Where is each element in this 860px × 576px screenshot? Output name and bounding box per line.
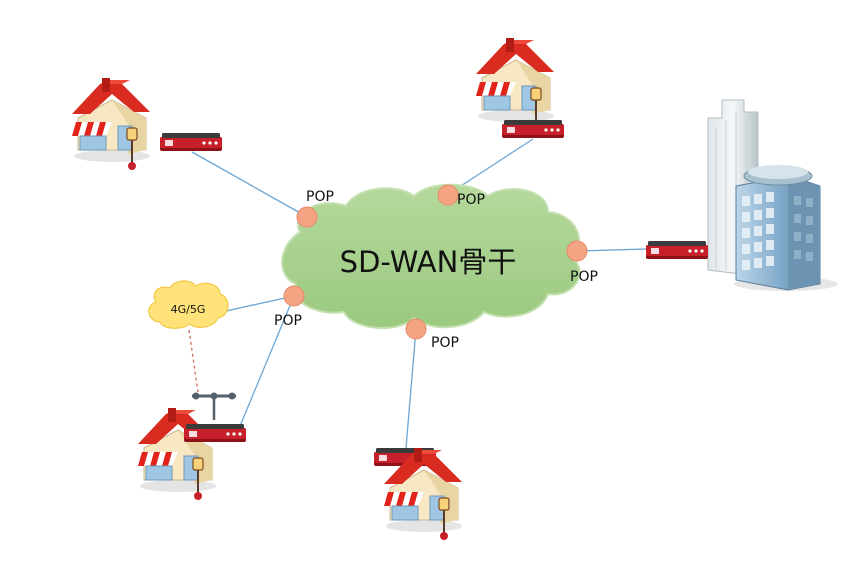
pop-label-left: POP bbox=[274, 313, 302, 329]
pop-label-top: POP bbox=[457, 192, 485, 208]
pop-label-bottom: POP bbox=[431, 335, 459, 351]
link-shop-bottom-center bbox=[405, 328, 417, 449]
pop-label-right: POP bbox=[570, 269, 598, 285]
router-bottom-left bbox=[184, 424, 246, 442]
shop-bottom-left bbox=[137, 407, 217, 501]
link-shop-top-left bbox=[191, 151, 303, 215]
pop-labels: POP POP POP POP POP bbox=[274, 189, 598, 351]
shop-top-right bbox=[475, 37, 555, 131]
shop-top-left bbox=[71, 77, 151, 171]
pop-label-top-left: POP bbox=[306, 189, 334, 205]
router-hq bbox=[646, 241, 708, 259]
hq-building bbox=[707, 99, 838, 291]
link-shop-bottom-left bbox=[239, 295, 295, 427]
cloud-label: SD-WAN骨干 bbox=[340, 245, 517, 279]
router-top-right bbox=[502, 120, 564, 138]
pop-node-top bbox=[437, 184, 459, 206]
link-hq-building bbox=[576, 248, 647, 252]
sdwan-backbone-cloud: SD-WAN骨干 bbox=[281, 183, 581, 329]
wireless-dashed-link bbox=[188, 329, 199, 393]
pop-node-bottom bbox=[405, 318, 427, 340]
pop-node-right bbox=[566, 240, 588, 262]
pop-nodes bbox=[283, 184, 588, 340]
pop-node-top-left bbox=[296, 206, 318, 228]
wireless-antenna-router bbox=[192, 392, 236, 420]
wireless-label: 4G/5G bbox=[171, 303, 206, 316]
pop-node-left bbox=[283, 285, 305, 307]
wireless-4g5g-cloud: 4G/5G bbox=[148, 280, 229, 329]
link-wireless bbox=[225, 295, 295, 312]
network-links bbox=[191, 138, 647, 449]
router-top-left bbox=[160, 133, 222, 151]
